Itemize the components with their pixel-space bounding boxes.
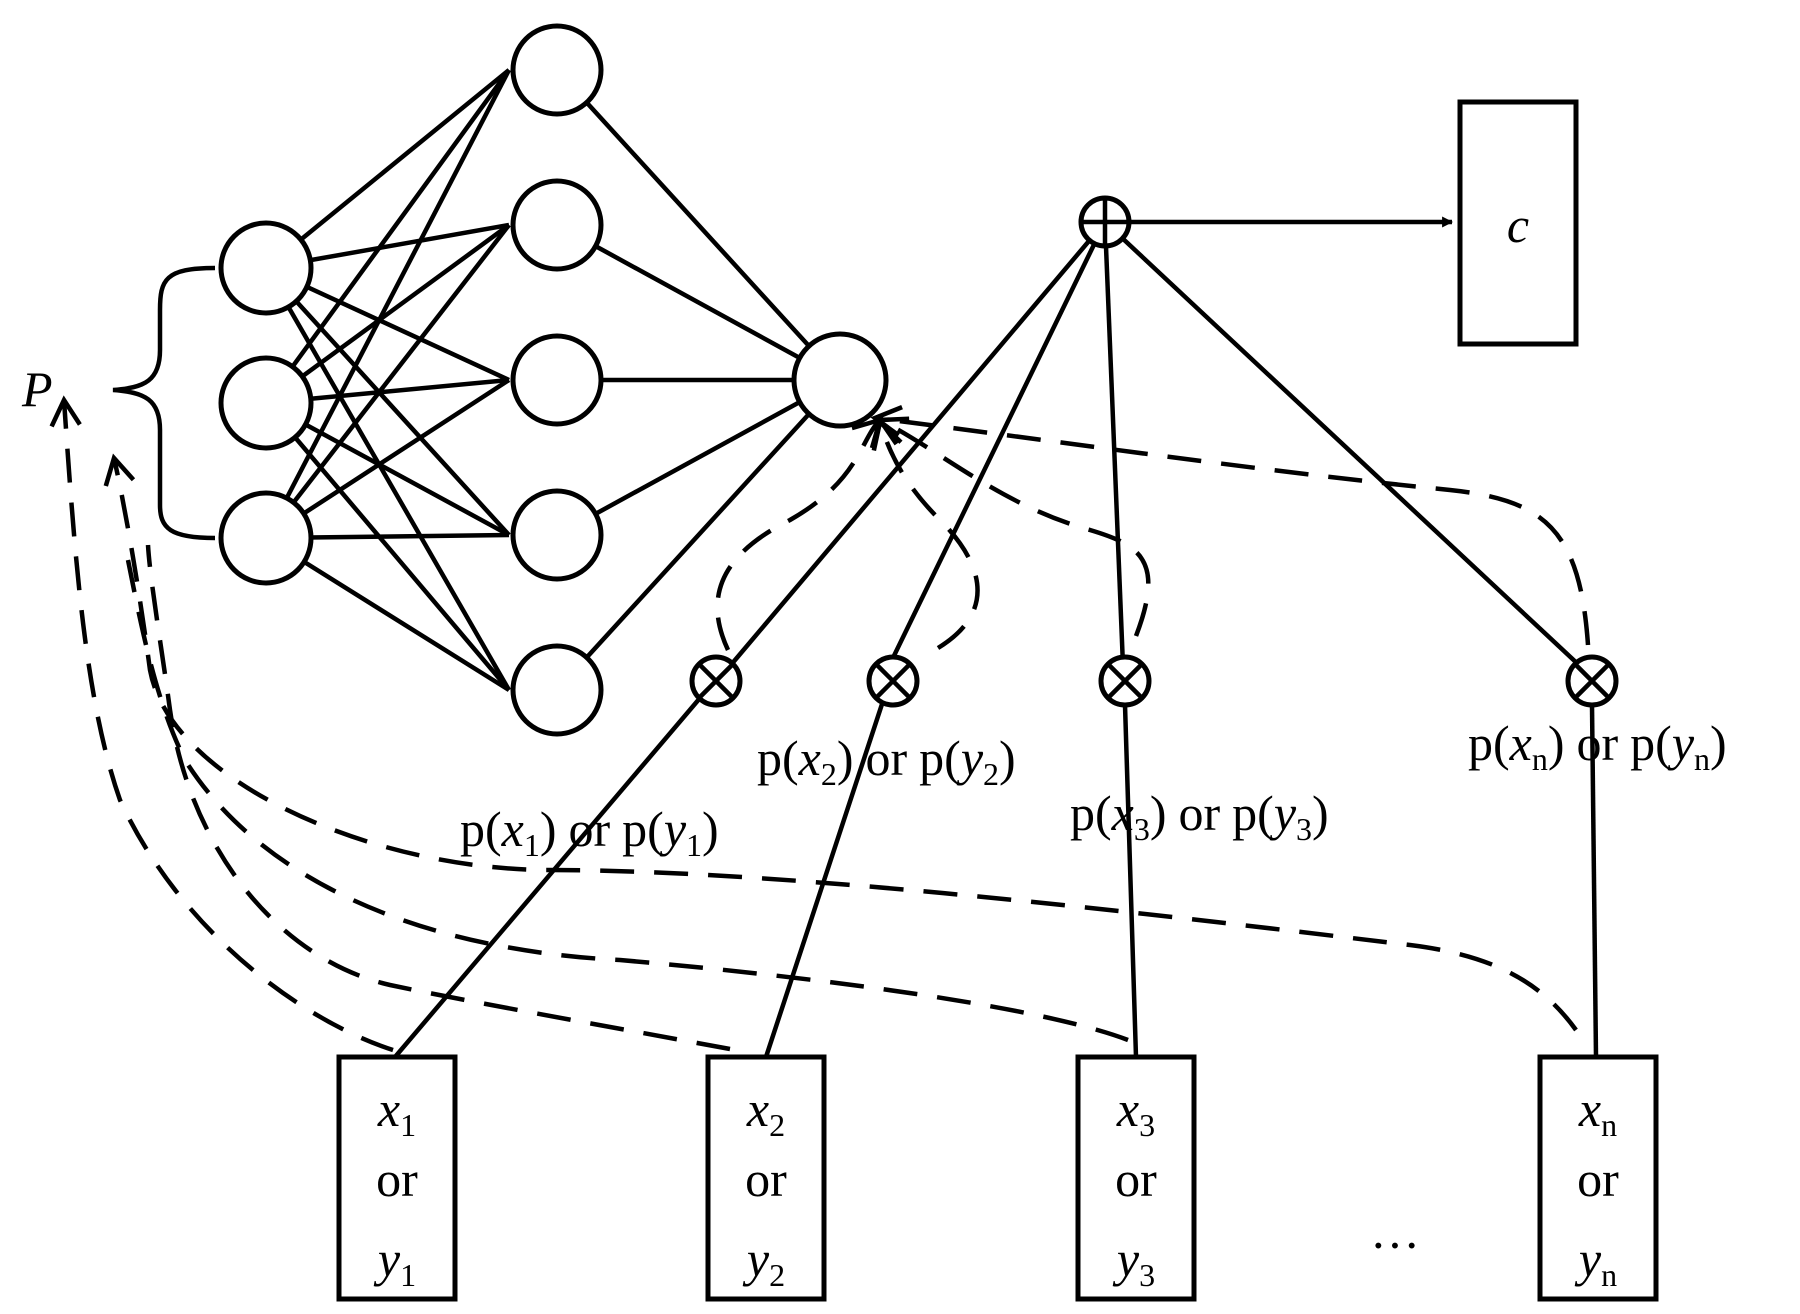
svg-text:x2: x2 bbox=[746, 1081, 785, 1143]
svg-text:x1: x1 bbox=[377, 1081, 416, 1143]
svg-text:x3: x3 bbox=[1116, 1081, 1155, 1143]
output-label: c bbox=[1507, 197, 1529, 253]
multiply-operator bbox=[1565, 654, 1619, 708]
multiply-operator bbox=[866, 654, 920, 708]
hidden-neuron bbox=[510, 23, 604, 117]
hidden-neuron bbox=[510, 333, 604, 427]
input-box-1: x1 or y1 bbox=[336, 1054, 458, 1302]
dashed-feedback bbox=[49, 395, 1591, 1053]
input-layer bbox=[218, 220, 314, 586]
hidden-neuron bbox=[510, 178, 604, 272]
p-label: P bbox=[21, 361, 53, 417]
svg-text:y1: y1 bbox=[373, 1231, 416, 1293]
input-neuron bbox=[218, 355, 314, 451]
hidden-neuron bbox=[510, 643, 604, 737]
output-box bbox=[1457, 99, 1579, 347]
input-box-n: xn or yn bbox=[1537, 1054, 1659, 1302]
ellipsis: ··· bbox=[1370, 1217, 1420, 1273]
svg-text:or: or bbox=[1115, 1151, 1157, 1207]
multiply-operator bbox=[1098, 654, 1152, 708]
hidden-neuron bbox=[510, 488, 604, 582]
multiply-operator bbox=[689, 654, 743, 708]
svg-text:y2: y2 bbox=[742, 1231, 785, 1293]
svg-text:or: or bbox=[376, 1151, 418, 1207]
hidden-layer bbox=[510, 23, 604, 737]
svg-text:y3: y3 bbox=[1112, 1231, 1155, 1293]
input-neuron bbox=[218, 490, 314, 586]
svg-text:yn: yn bbox=[1574, 1231, 1617, 1293]
input-brace bbox=[112, 265, 216, 541]
network-edges bbox=[264, 68, 842, 692]
input-box-3: x3 or y3 bbox=[1075, 1054, 1197, 1302]
input-neuron bbox=[218, 220, 314, 316]
sum-operator bbox=[1078, 195, 1132, 249]
svg-text:or: or bbox=[1577, 1151, 1619, 1207]
svg-text:xn: xn bbox=[1578, 1081, 1617, 1143]
svg-text:or: or bbox=[745, 1151, 787, 1207]
output-neuron bbox=[791, 331, 889, 429]
input-box-2: x2 or y2 bbox=[705, 1054, 827, 1302]
